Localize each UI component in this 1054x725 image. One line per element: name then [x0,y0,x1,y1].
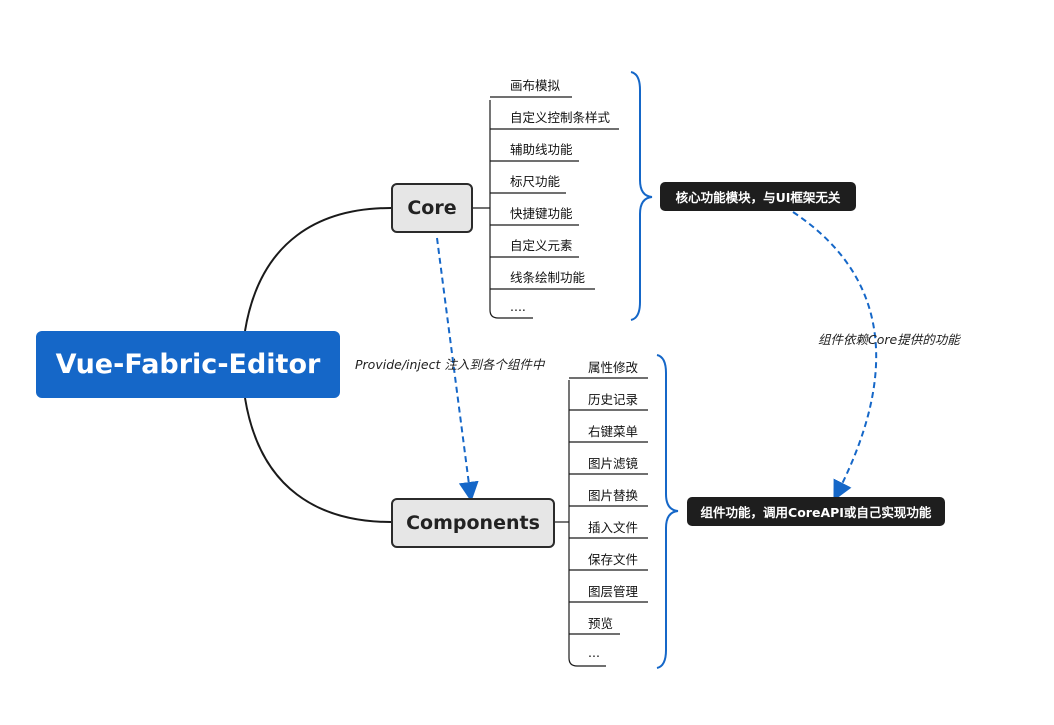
components-item: 历史记录 [588,392,639,407]
provide-inject-arrow [436,237,479,502]
core-node: Core [391,183,473,233]
depends-label: 组件依赖Core提供的功能 [818,332,960,347]
root-node: Vue-Fabric-Editor [36,331,340,398]
components-item: 图片滤镜 [588,456,639,471]
components-note: 组件功能，调用CoreAPI或自己实现功能 [687,497,945,526]
components-item: 插入文件 [588,520,639,535]
components-node: Components [391,498,555,548]
root-to-components-connector [244,397,392,523]
core-item: 自定义元素 [510,238,573,253]
core-item: .... [510,299,526,314]
components-item: 图层管理 [588,584,639,599]
components-item: 图片替换 [588,488,639,503]
components-item: ... [588,645,600,660]
core-item: 辅助线功能 [510,142,573,157]
core-item: 标尺功能 [510,174,561,189]
components-brace [656,354,679,669]
core-item: 快捷键功能 [510,206,573,221]
components-item: 右键菜单 [588,424,639,439]
depends-arrow [792,211,878,501]
core-item: 自定义控制条样式 [510,110,611,125]
components-item: 属性修改 [588,360,639,375]
core-brace [630,71,653,321]
components-item: 保存文件 [588,552,639,567]
core-item: 线条绘制功能 [510,270,586,285]
core-item: 画布模拟 [510,78,561,93]
components-leaf-connectors [555,377,648,667]
provide-inject-label: Provide/inject 注入到各个组件中 [355,357,545,372]
core-note: 核心功能模块，与UI框架无关 [660,182,856,211]
core-leaf-connectors [473,96,619,319]
components-item: 预览 [588,616,614,631]
root-to-core-connector [244,207,392,332]
